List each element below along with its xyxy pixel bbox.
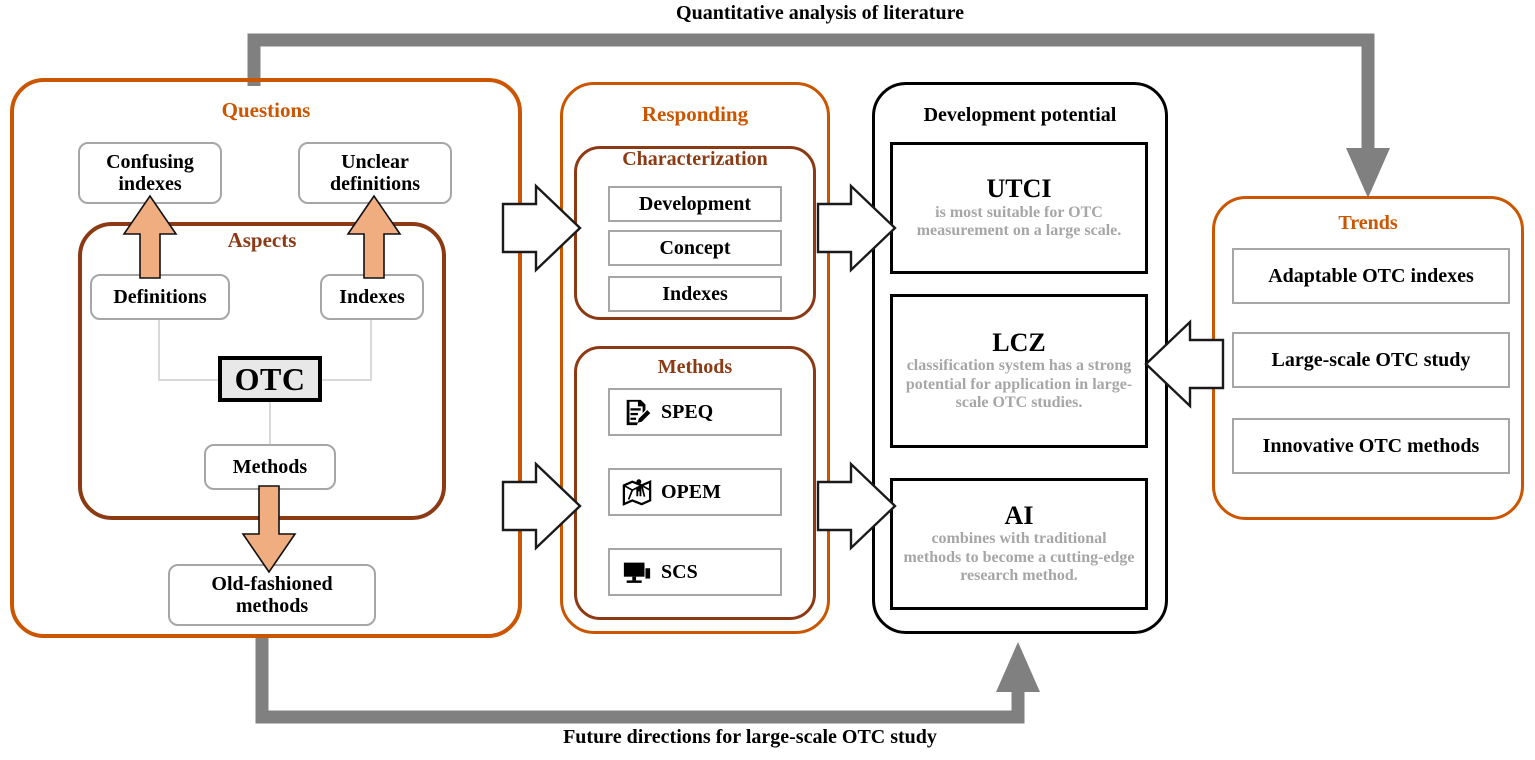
methods-item-speq-label: SPEQ <box>661 400 714 423</box>
node-confusing-indexes[interactable]: Confusing indexes <box>78 142 222 204</box>
bottom-flow-label: Future directions for large-scale OTC st… <box>563 726 937 748</box>
node-old-fashioned-methods[interactable]: Old-fashioned methods <box>168 564 376 626</box>
trends-item-large-scale-otc-study[interactable]: Large-scale OTC study <box>1232 332 1510 388</box>
top-flow-label: Quantitative analysis of literature <box>676 2 964 24</box>
document-pencil-icon <box>622 397 652 427</box>
connector-definitions-h <box>158 379 222 381</box>
connector-indexes-h <box>318 379 372 381</box>
dp-item-lcz-title: LCZ <box>992 328 1046 358</box>
dp-item-ai-title: AI <box>1004 501 1034 531</box>
questions-panel-title: Questions <box>221 98 311 122</box>
connector-indexes <box>370 320 372 380</box>
dp-item-ai[interactable]: AI combines with traditional methods to … <box>890 478 1148 610</box>
map-person-icon <box>622 477 652 507</box>
methods-item-speq[interactable]: SPEQ <box>608 388 782 436</box>
characterization-item-concept[interactable]: Concept <box>608 230 782 266</box>
node-definitions[interactable]: Definitions <box>90 274 230 320</box>
monitor-icon <box>622 557 652 587</box>
methods-item-scs[interactable]: SCS <box>608 548 782 596</box>
trends-item-adaptable-otc-indexes[interactable]: Adaptable OTC indexes <box>1232 248 1510 304</box>
trends-panel-title: Trends <box>1338 212 1398 234</box>
future-directions-flow-arrow <box>255 636 1040 724</box>
methods-item-scs-label: SCS <box>661 560 698 583</box>
responding-panel <box>560 82 830 634</box>
dp-item-lcz-desc: classification system has a strong poten… <box>905 357 1133 412</box>
connector-definitions <box>158 320 160 380</box>
development-potential-panel-title: Development potential <box>923 104 1117 126</box>
responding-panel-title: Responding <box>641 102 749 126</box>
connector-methods <box>269 400 271 444</box>
node-otc[interactable]: OTC <box>218 356 322 402</box>
questions-panel <box>10 78 522 638</box>
responding-methods-panel-title: Methods <box>657 356 733 378</box>
dp-item-utci-title: UTCI <box>986 174 1052 204</box>
dp-item-utci[interactable]: UTCI is most suitable for OTC measuremen… <box>890 142 1148 274</box>
dp-item-ai-desc: combines with traditional methods to bec… <box>903 530 1135 585</box>
characterization-panel-title: Characterization <box>622 148 768 170</box>
dp-item-lcz[interactable]: LCZ classification system has a strong p… <box>890 294 1148 448</box>
characterization-item-indexes[interactable]: Indexes <box>608 276 782 312</box>
node-indexes[interactable]: Indexes <box>320 274 424 320</box>
methods-item-opem[interactable]: OPEM <box>608 468 782 516</box>
trends-item-innovative-otc-methods[interactable]: Innovative OTC methods <box>1232 418 1510 474</box>
methods-item-opem-label: OPEM <box>661 480 721 503</box>
aspects-panel-title: Aspects <box>227 228 297 252</box>
characterization-item-development[interactable]: Development <box>608 186 782 222</box>
node-methods[interactable]: Methods <box>204 444 336 490</box>
node-unclear-definitions[interactable]: Unclear definitions <box>298 142 452 204</box>
dp-item-utci-desc: is most suitable for OTC measurement on … <box>916 203 1122 240</box>
